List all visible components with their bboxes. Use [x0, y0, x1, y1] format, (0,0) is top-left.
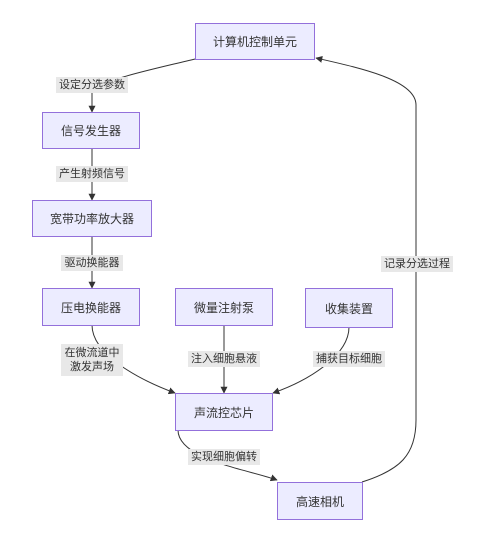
node-piezoelectric-transducer: 压电换能器: [42, 288, 140, 326]
edge-label-inject-cell-suspension: 注入细胞悬液: [188, 351, 260, 367]
node-acoustofluidic-chip: 声流控芯片: [175, 393, 273, 431]
node-computer-control-unit: 计算机控制单元: [195, 23, 315, 60]
edge-label-capture-target-cells: 捕获目标细胞: [313, 351, 385, 367]
edge-camera-to-computer: [315, 55, 417, 483]
edge-label-set-sorting-params: 设定分选参数: [56, 77, 128, 93]
edge-label-drive-transducer: 驱动换能器: [61, 255, 123, 271]
node-high-speed-camera: 高速相机: [277, 482, 363, 520]
edge-label-cell-deflection: 实现细胞偏转: [188, 449, 260, 465]
node-micro-syringe-pump: 微量注射泵: [175, 288, 273, 326]
node-signal-generator: 信号发生器: [42, 112, 140, 149]
edge-label-record-sorting: 记录分选过程: [381, 256, 453, 272]
edge-label-excite-acoustic-field: 在微流道中 激发声场: [61, 344, 123, 376]
edge-label-generate-rf-signal: 产生射频信号: [56, 166, 128, 182]
node-collection-device: 收集装置: [305, 288, 393, 328]
node-broadband-power-amplifier: 宽带功率放大器: [32, 200, 152, 237]
